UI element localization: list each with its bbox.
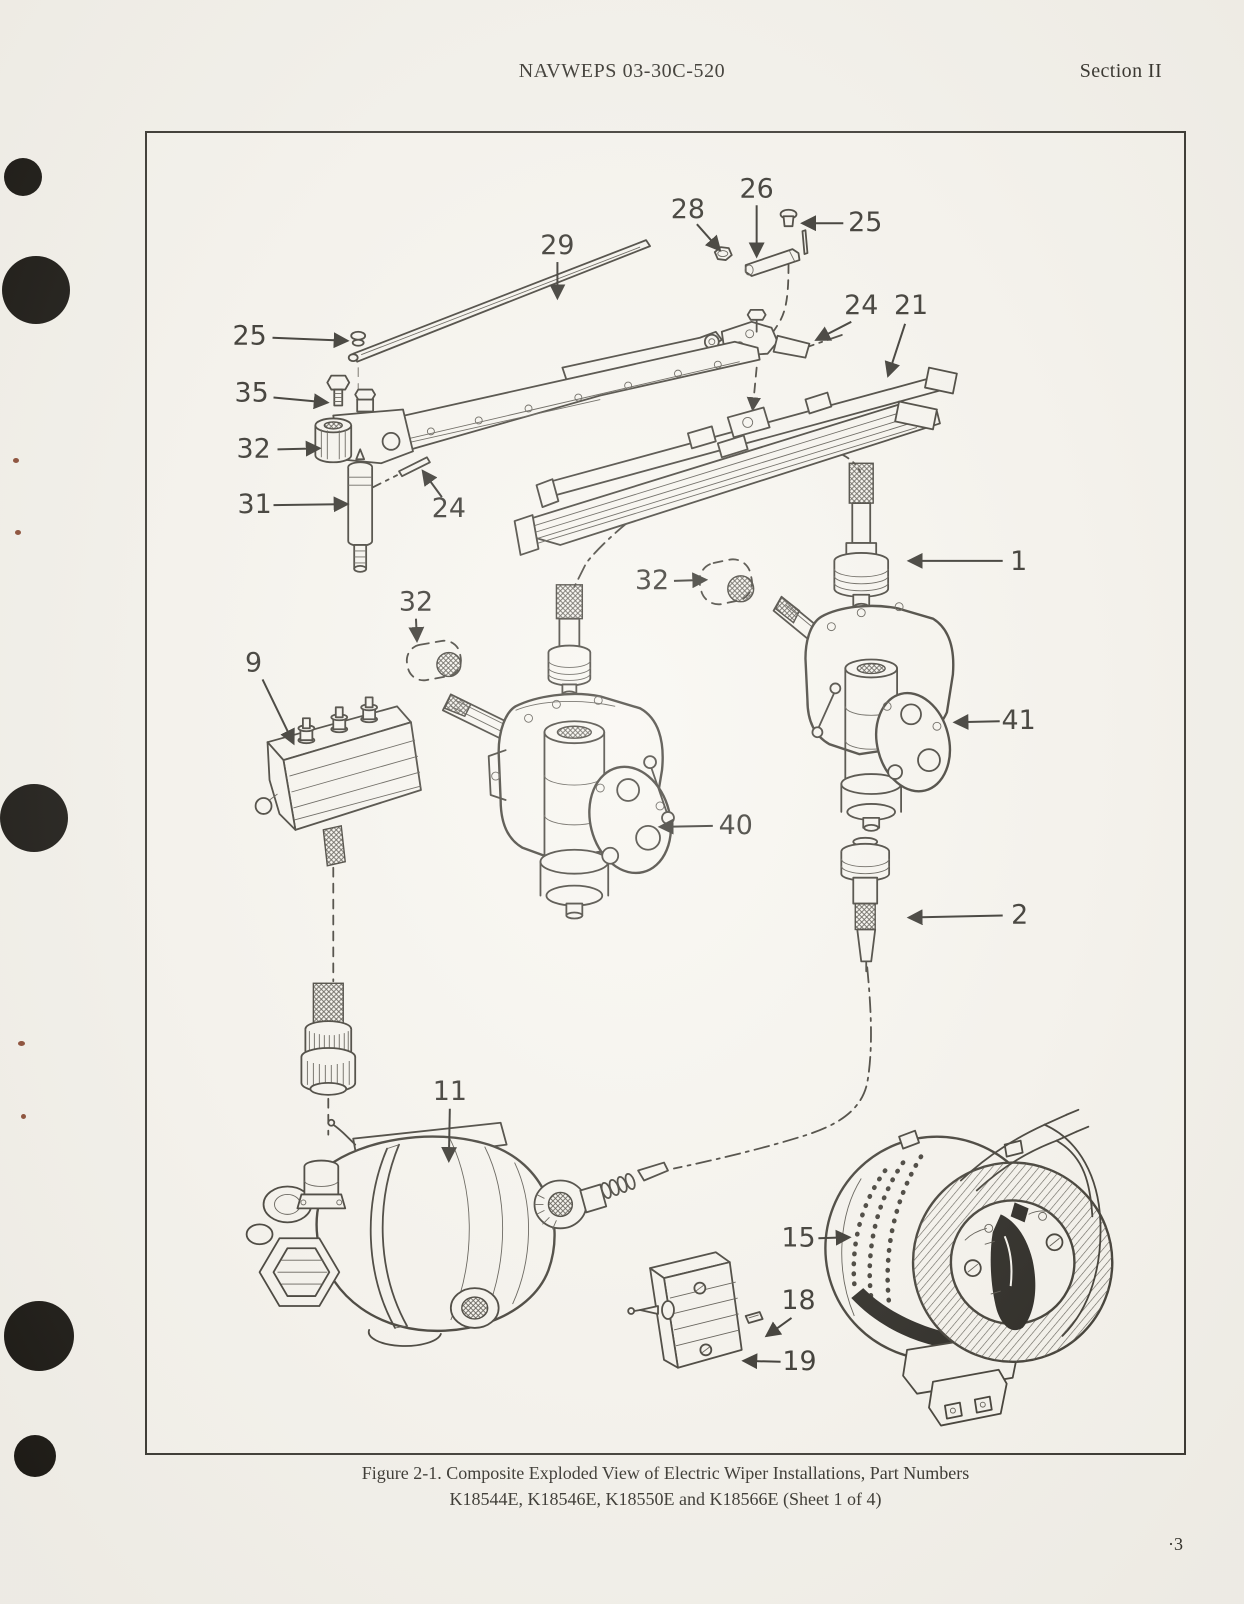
svg-text:18: 18	[781, 1285, 815, 1316]
callout-18: 18	[764, 1285, 816, 1338]
svg-text:15: 15	[781, 1222, 815, 1253]
screw-25-top	[779, 208, 798, 228]
callout-40: 40	[657, 810, 753, 841]
cable-end-connector	[533, 1161, 669, 1230]
callout-19: 19	[741, 1346, 817, 1377]
callout-31: 31	[237, 489, 350, 520]
junction-box-9	[254, 696, 422, 867]
binder-hole	[2, 256, 70, 324]
bushing-32-mid-phantom	[405, 639, 462, 682]
doc-number: NAVWEPS 03-30C-520	[518, 60, 726, 82]
callout-21: 21	[884, 290, 928, 378]
motor-assembly-11	[245, 1118, 556, 1347]
callout-2: 2	[906, 899, 1028, 930]
svg-text:28: 28	[671, 194, 705, 225]
svg-text:1: 1	[1010, 546, 1027, 577]
wiper-motor-15	[824, 1108, 1114, 1427]
paper-speck	[15, 530, 21, 535]
toggle-switch	[627, 1251, 743, 1369]
svg-text:32: 32	[635, 565, 669, 596]
binder-hole	[4, 1301, 74, 1371]
exploded-view-diagram: 26 28 25 29 24 21	[233, 173, 1114, 1427]
callout-29: 29	[540, 230, 575, 301]
motor-lead-wires	[959, 1108, 1102, 1337]
terminal-posts	[297, 696, 379, 745]
svg-text:19: 19	[782, 1346, 816, 1377]
svg-text:24: 24	[432, 493, 466, 524]
bolt-35	[326, 374, 351, 407]
binder-hole	[4, 158, 42, 196]
svg-text:40: 40	[719, 810, 753, 841]
page-number: ·3	[1168, 1534, 1183, 1554]
svg-text:26: 26	[740, 173, 774, 204]
svg-text:21: 21	[894, 290, 928, 321]
wiper-arm-head	[332, 388, 414, 465]
svg-text:11: 11	[433, 1076, 467, 1107]
callout-9: 9	[245, 647, 295, 746]
splined-coupler	[300, 982, 357, 1096]
callout-11: 11	[433, 1076, 467, 1163]
gearbox-41	[772, 595, 955, 832]
callout-35: 35	[234, 378, 330, 410]
bushing-32-center-phantom	[698, 558, 755, 606]
svg-text:32: 32	[236, 433, 270, 464]
drive-shaft-center	[547, 584, 592, 699]
svg-text:25: 25	[848, 207, 882, 238]
callout-32-center: 32	[635, 565, 709, 596]
binder-hole	[14, 1435, 56, 1477]
svg-text:2: 2	[1011, 899, 1028, 930]
figure-caption-line2: K18544E, K18546E, K18550E and K18566E (S…	[449, 1489, 882, 1509]
drive-shaft-1	[833, 462, 890, 611]
svg-text:25: 25	[233, 321, 267, 352]
paper-speck	[13, 458, 19, 463]
terminal-clip-18	[744, 1311, 764, 1324]
pivot-nut-28	[713, 246, 733, 261]
pin-24-left	[398, 456, 431, 478]
paper-speck	[21, 1114, 26, 1119]
svg-text:41: 41	[1002, 705, 1036, 736]
figure-caption: Figure 2-1. Composite Exploded View of E…	[145, 1460, 1186, 1512]
binder-hole	[0, 784, 68, 852]
link-pin-26	[744, 229, 809, 277]
svg-text:35: 35	[234, 378, 268, 409]
gearbox-40	[441, 692, 675, 920]
wiper-blade	[513, 366, 958, 556]
svg-text:9: 9	[245, 647, 262, 678]
callout-24-top: 24	[814, 290, 878, 341]
callout-26: 26	[740, 173, 774, 259]
callout-25-left: 25	[233, 321, 350, 352]
svg-text:24: 24	[844, 290, 878, 321]
callout-25-top: 25	[800, 207, 882, 238]
callout-15: 15	[781, 1222, 852, 1253]
callout-32-mid: 32	[399, 587, 433, 643]
figure-caption-line1: Figure 2-1. Composite Exploded View of E…	[361, 1463, 970, 1483]
standoff-31	[347, 448, 374, 573]
figure-frame: 26 28 25 29 24 21	[145, 131, 1186, 1455]
svg-text:29: 29	[540, 230, 574, 261]
callout-41: 41	[952, 705, 1036, 736]
flex-shaft-2	[840, 836, 891, 973]
paper-speck	[18, 1041, 25, 1046]
svg-text:32: 32	[399, 587, 433, 618]
callout-28: 28	[671, 194, 722, 252]
callout-32-left: 32	[236, 433, 322, 464]
callout-24-left: 24	[421, 469, 466, 524]
svg-text:31: 31	[237, 489, 271, 520]
bushing-32-left	[314, 417, 353, 464]
grommet-25-left	[350, 330, 367, 347]
callout-1: 1	[906, 546, 1027, 577]
section-label: Section II	[1079, 60, 1162, 82]
wiper-link-rod	[347, 239, 651, 363]
